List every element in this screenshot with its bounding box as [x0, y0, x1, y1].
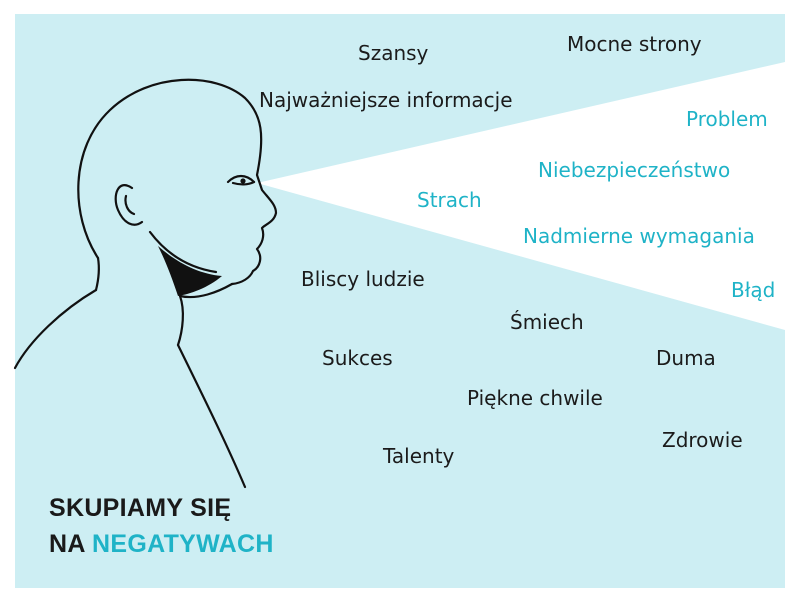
- word-sukces: Sukces: [322, 346, 393, 370]
- word-talenty: Talenty: [383, 444, 454, 468]
- headline: SKUPIAMY SIĘ NA NEGATYWACH: [49, 490, 274, 562]
- word-strach: Strach: [417, 188, 482, 212]
- word-bliscy-ludzie: Bliscy ludzie: [301, 267, 425, 291]
- word-mocne-strony: Mocne strony: [567, 32, 702, 56]
- word-smiech: Śmiech: [510, 310, 584, 334]
- word-blad: Błąd: [731, 278, 775, 302]
- word-problem: Problem: [686, 107, 768, 131]
- headline-line-1: SKUPIAMY SIĘ: [49, 490, 274, 526]
- person-profile-icon: [15, 80, 276, 487]
- word-najwazniejsze-informacje: Najważniejsze informacje: [259, 88, 513, 112]
- eye-icon: [240, 178, 245, 183]
- word-piekne-chwile: Piękne chwile: [467, 386, 603, 410]
- headline-prefix: NA: [49, 530, 85, 558]
- headline-accent: NEGATYWACH: [92, 530, 274, 558]
- word-niebezpieczenstwo: Niebezpieczeństwo: [538, 158, 730, 182]
- headline-line-2: NA NEGATYWACH: [49, 526, 274, 562]
- word-zdrowie: Zdrowie: [662, 428, 743, 452]
- word-duma: Duma: [656, 346, 716, 370]
- word-nadmierne-wymagania: Nadmierne wymagania: [523, 224, 755, 248]
- word-szansy: Szansy: [358, 41, 428, 65]
